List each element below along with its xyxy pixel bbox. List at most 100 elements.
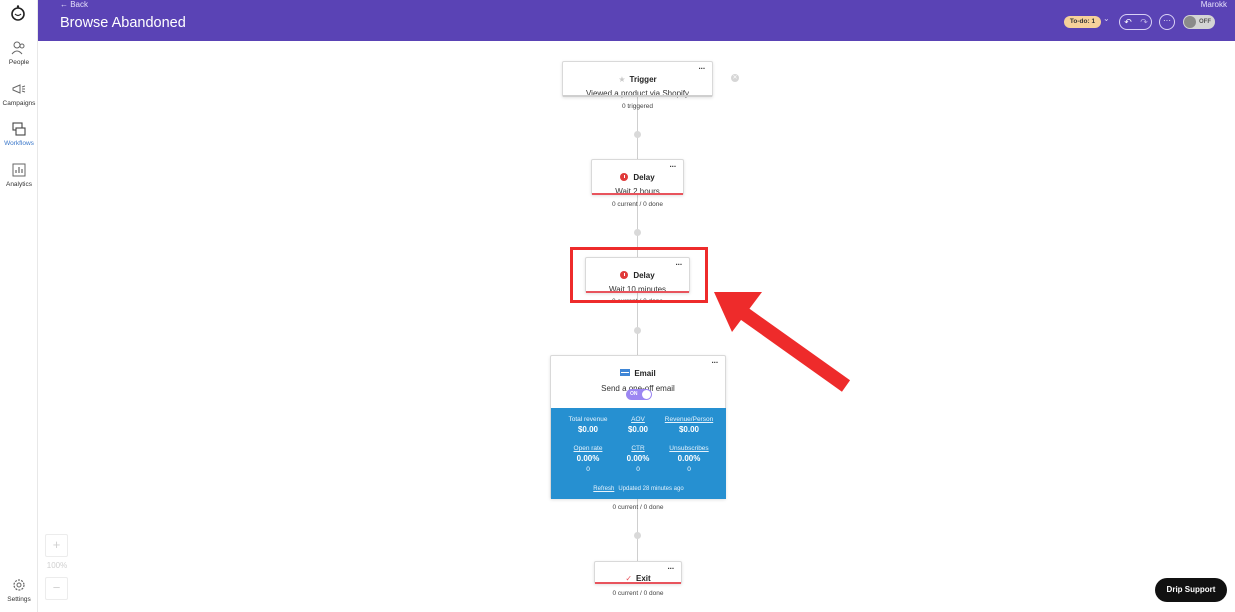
node-menu-button[interactable]: ··· [698,64,706,73]
metric-value: $0.00 [577,425,599,434]
sidebar-item-workflows[interactable]: Workflows [0,121,38,147]
node-title: Delay [633,173,655,182]
metric-label: Total revenue [568,416,608,423]
undo-redo-group: ↶ ↷ [1119,14,1152,30]
add-step-button[interactable] [634,532,641,539]
sidebar-item-analytics[interactable]: Analytics [0,162,38,188]
metric-count: 0 [586,466,590,473]
email-enabled-toggle[interactable]: ON [626,389,652,400]
metric-label[interactable]: Unsubscribes [669,445,709,452]
zoom-level: 100% [46,561,68,570]
email-metrics-panel: Total revenue $0.00 AOV $0.00 Revenue/Pe… [551,408,726,499]
updated-text: Updated 28 minutes ago [618,486,684,492]
node-subtitle: Viewed a product via Shopify [585,89,690,98]
zoom-out-button[interactable]: − [45,577,68,600]
node-subtitle: Wait 2 hours [615,187,660,196]
toggle-label: OFF [1199,19,1211,25]
node-menu-button[interactable]: ··· [675,260,683,269]
workflow-active-toggle[interactable]: OFF [1183,15,1215,29]
metric-open-rate: Open rate 0.00% 0 [559,445,617,473]
metric-value: 0.00% [626,454,650,463]
email-node[interactable]: Email Send a one-off email ··· ON Total … [550,355,726,499]
metric-label[interactable]: AOV [631,416,645,423]
sidebar: People Campaigns Workflows Analytics Set… [0,0,38,612]
node-menu-button[interactable]: ··· [669,162,677,171]
node-menu-button[interactable]: ··· [711,358,719,367]
people-icon [11,41,25,55]
metric-count: 0 [687,466,691,473]
toggle-knob [1184,16,1196,28]
metric-label[interactable]: CTR [631,445,645,452]
metric-revenue-per-person: Revenue/Person $0.00 [660,416,718,434]
node-stats: 0 current / 0 done [612,201,663,208]
node-stats: 0 current / 0 done [612,504,664,511]
add-step-button[interactable] [634,229,641,236]
sidebar-item-settings[interactable]: Settings [0,577,38,603]
metric-unsubscribes: Unsubscribes 0.00% 0 [660,445,718,473]
metric-value: 0.00% [677,454,701,463]
node-stats: 0 triggered [621,103,654,110]
clock-icon [620,173,629,181]
undo-icon[interactable]: ↶ [1124,17,1132,27]
zoom-in-button[interactable]: + [45,534,68,557]
node-subtitle: Wait 10 minutes [608,285,667,294]
refresh-link[interactable]: Refresh [593,486,615,492]
node-subtitle: Send a one-off email [601,384,675,393]
toggle-label: ON [630,391,638,397]
exit-node[interactable]: ✓Exit ··· [594,561,682,584]
trigger-node[interactable]: ★Trigger Viewed a product via Shopify ··… [562,61,713,98]
megaphone-icon [12,84,26,94]
todo-badge[interactable]: To-do: 1 [1064,16,1101,28]
metric-label[interactable]: Revenue/Person [664,416,714,423]
drip-support-button[interactable]: Drip Support [1155,578,1227,602]
gear-icon [13,579,25,591]
add-step-button[interactable] [634,131,641,138]
sidebar-item-people[interactable]: People [0,40,38,66]
add-step-button[interactable] [634,327,641,334]
node-stats: 0 current / 0 done [612,590,664,597]
analytics-icon [12,163,26,177]
account-name[interactable]: Marokk [1200,0,1227,9]
redo-icon[interactable]: ↷ [1140,17,1148,27]
delay-node[interactable]: Delay Wait 10 minutes ··· [585,257,690,294]
annotation-arrow-icon [714,292,851,392]
close-icon[interactable]: ✕ [731,74,739,82]
node-menu-button[interactable]: ··· [667,564,675,573]
connector-line [637,292,638,356]
page-title: Browse Abandoned [60,15,186,31]
workflow-icon [12,122,26,136]
sidebar-item-campaigns[interactable]: Campaigns [0,81,38,107]
node-underline [592,193,683,195]
annotation-highlight-box [570,247,708,303]
metric-ctr: CTR 0.00% 0 [609,445,667,473]
connector-line [637,498,638,561]
sidebar-item-label: Campaigns [2,100,36,107]
envelope-icon [620,369,631,376]
metric-value: $0.00 [678,425,700,434]
metric-aov: AOV $0.00 [609,416,667,434]
metric-count: 0 [636,466,640,473]
node-underline [586,291,689,293]
connector-line [637,194,638,258]
node-title: Delay [633,271,655,280]
sidebar-item-label: Settings [7,596,31,603]
drip-logo-icon[interactable] [9,4,27,22]
metric-value: $0.00 [627,425,649,434]
metric-value: 0.00% [576,454,600,463]
sidebar-item-label: People [8,59,30,66]
node-title: Trigger [629,75,657,84]
delay-node[interactable]: Delay Wait 2 hours ··· [591,159,684,196]
node-title: Exit [636,574,651,583]
back-link[interactable]: ← Back [60,0,89,9]
more-options-button[interactable]: ··· [1159,14,1175,30]
star-icon: ★ [618,75,626,84]
node-title: Email [634,369,656,378]
header-bar: ← Back Browse Abandoned Marokk To-do: 1 … [38,0,1235,41]
metric-label[interactable]: Open rate [573,445,603,452]
metric-total-revenue: Total revenue $0.00 [559,416,617,434]
clock-icon [620,271,629,279]
chevron-down-icon[interactable]: ⌄ [1103,14,1110,23]
sidebar-item-label: Workflows [4,140,34,147]
